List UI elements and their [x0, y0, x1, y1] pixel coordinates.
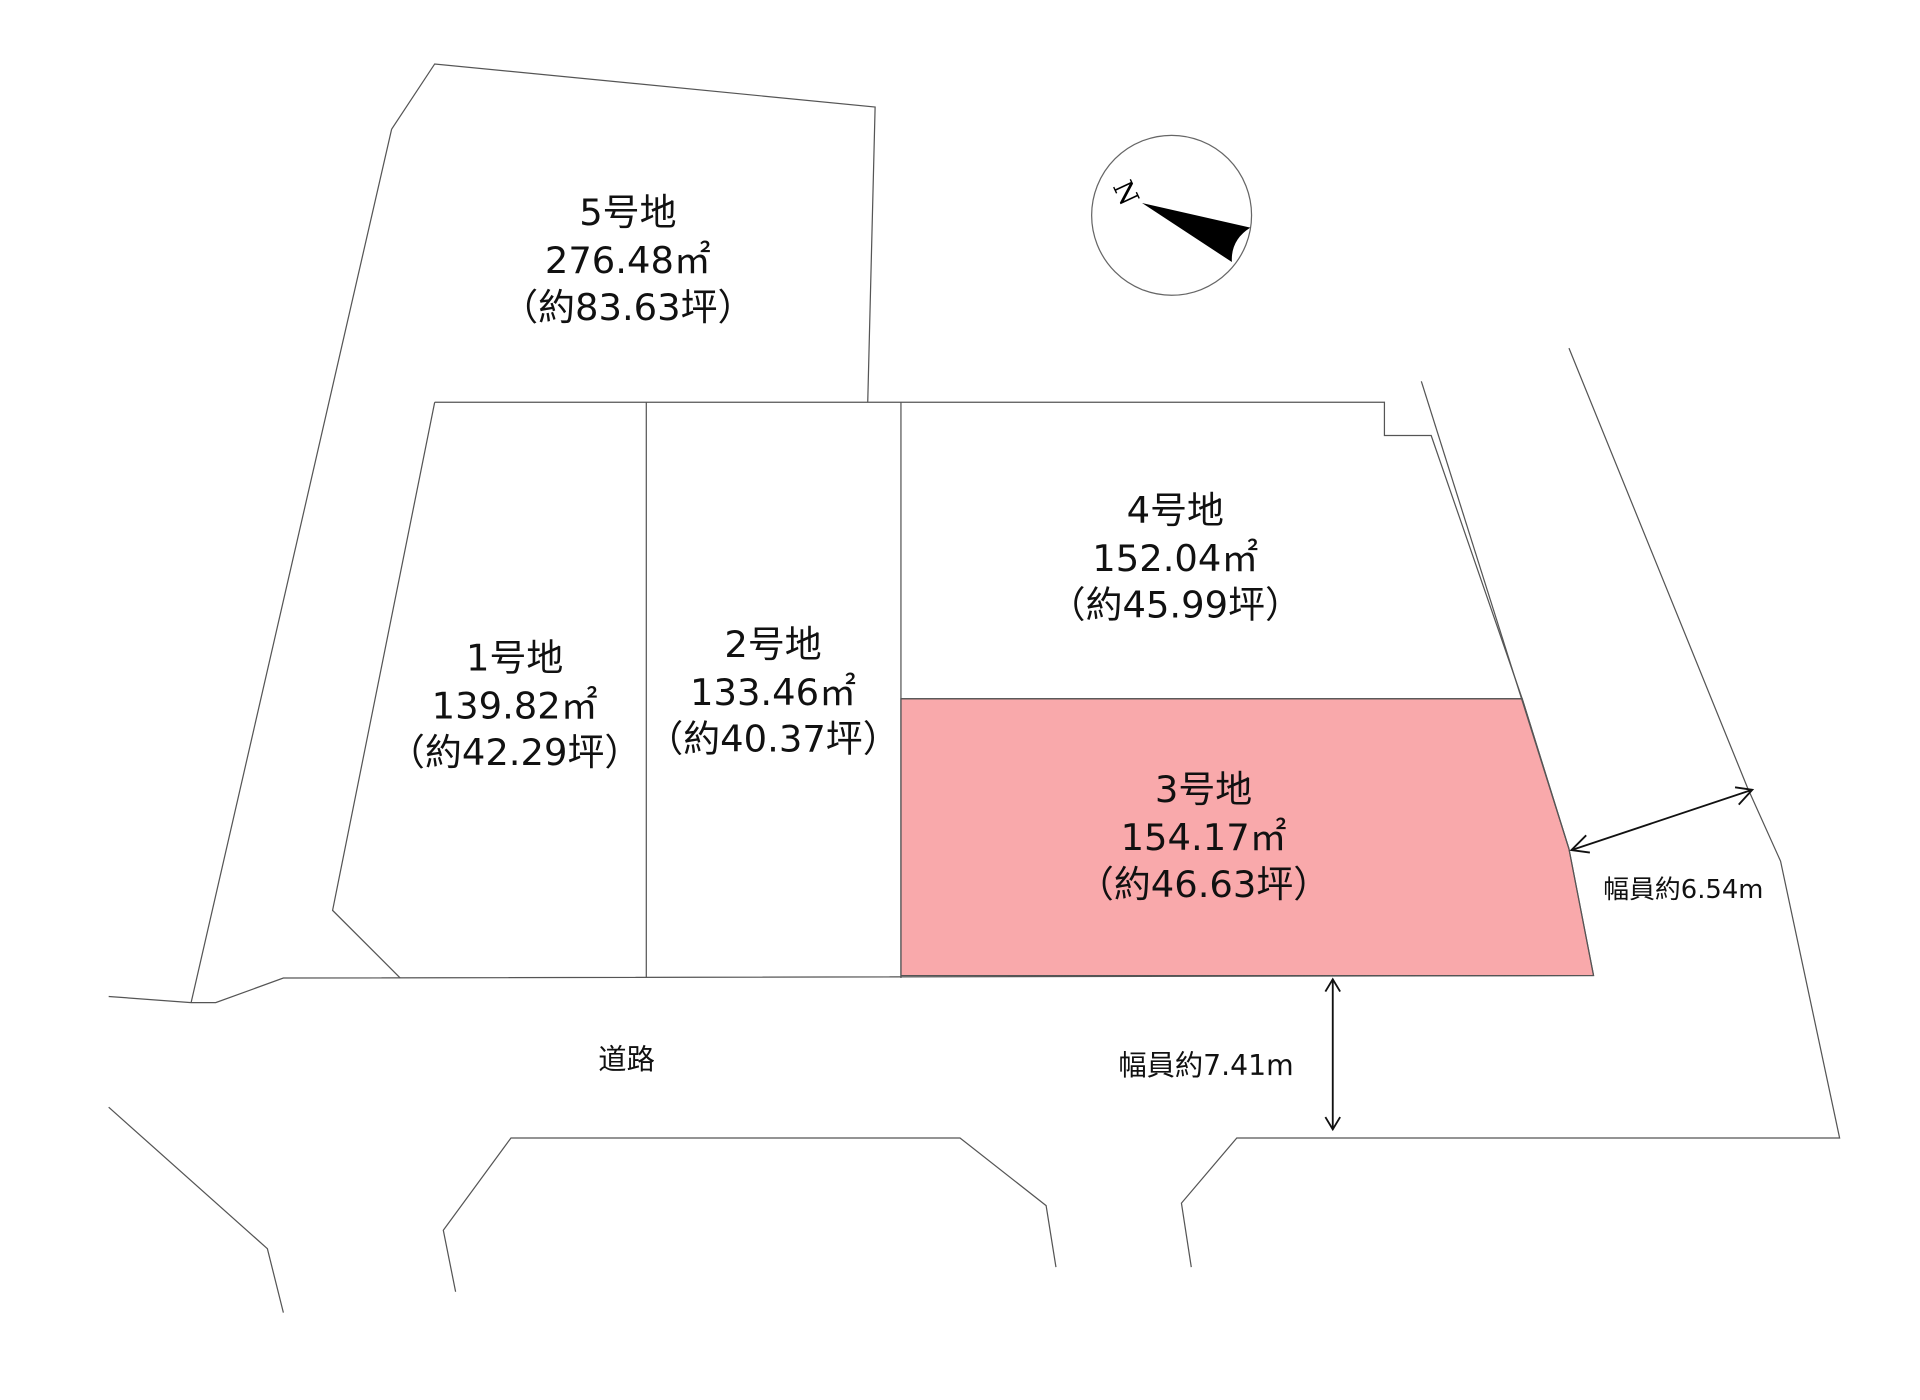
road-label: 道路	[598, 1043, 655, 1076]
lot-name: 3号地	[1155, 768, 1252, 811]
dimension-arrows	[1324, 786, 1755, 1132]
lot-tsubo: （約46.63坪）	[1077, 863, 1330, 906]
compass-label: N	[1106, 176, 1144, 211]
lot-4-label: 4号地 152.04㎡ （約45.99坪）	[1049, 489, 1302, 627]
lot-area: 276.48㎡	[545, 239, 711, 282]
road-width-side: 幅員約6.54m	[1603, 875, 1763, 905]
lot-tsubo: （約83.63坪）	[501, 286, 754, 329]
lot-name: 2号地	[724, 623, 821, 666]
lot-area: 154.17㎡	[1121, 816, 1287, 859]
lot-name: 4号地	[1127, 489, 1224, 532]
lot-name: 1号地	[466, 636, 563, 679]
lot-tsubo: （約42.29坪）	[388, 731, 641, 774]
lot-2-label: 2号地 133.46㎡ （約40.37坪）	[646, 623, 899, 761]
lot-name: 5号地	[579, 191, 676, 234]
north-arrow-icon	[1142, 202, 1251, 263]
compass-circle	[1091, 134, 1253, 296]
north-compass: N	[1091, 134, 1253, 296]
lot-tsubo: （約40.37坪）	[646, 718, 899, 761]
road-width-front: 幅員約7.41m	[1118, 1049, 1293, 1082]
lot-area: 152.04㎡	[1092, 537, 1258, 580]
lot-tsubo: （約45.99坪）	[1049, 584, 1302, 627]
lot-5-label: 5号地 276.48㎡ （約83.63坪）	[501, 191, 754, 329]
lot-area: 139.82㎡	[432, 684, 598, 727]
lot-3-label: 3号地 154.17㎡ （約46.63坪）	[1077, 768, 1330, 906]
lot-1-label: 1号地 139.82㎡ （約42.29坪）	[388, 636, 641, 774]
lot-area: 133.46㎡	[690, 671, 856, 714]
boundary-lines	[108, 63, 1841, 1313]
